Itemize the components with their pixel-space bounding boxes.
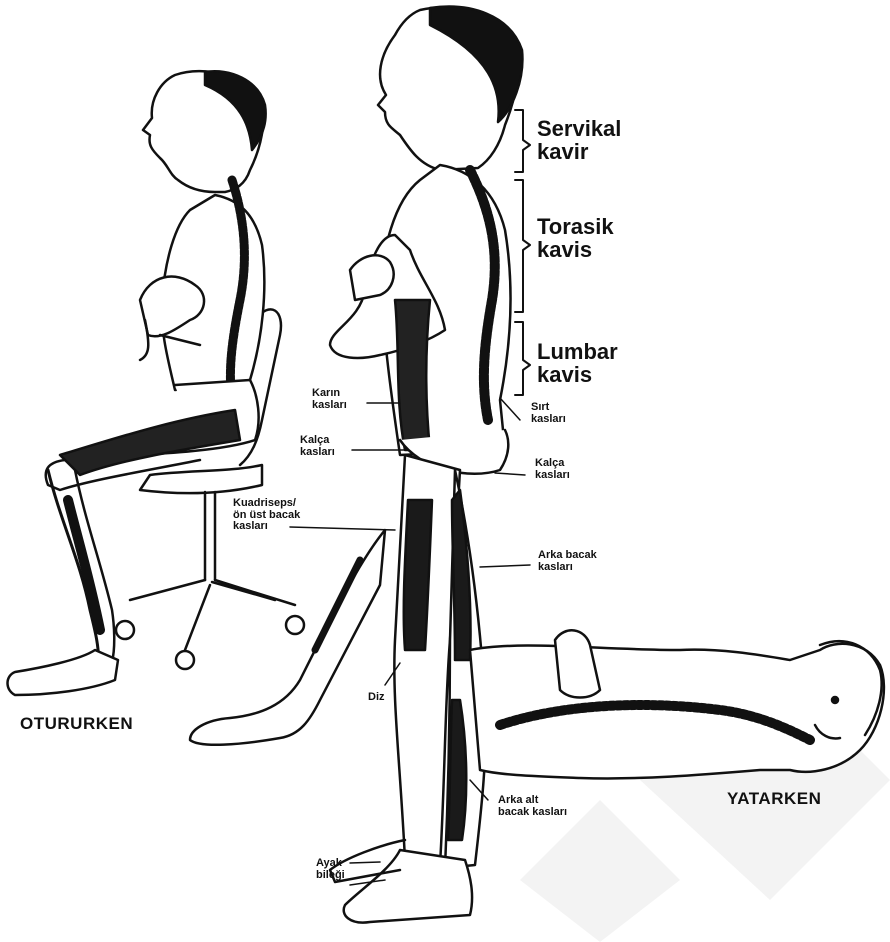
label-kalca-muscles-left: Kalça kasları: [300, 435, 335, 458]
sitting-figure: [8, 71, 305, 695]
label-pose-lying: YATARKEN: [727, 790, 821, 808]
curve-brackets: [515, 110, 530, 395]
label-sirt-muscles: Sırt kasları: [531, 402, 566, 425]
label-servikal-curve: Servikal kavir: [537, 117, 621, 163]
label-ayak-bilegi: Ayak bileği: [316, 858, 345, 881]
label-lumbar-curve: Lumbar kavis: [537, 340, 618, 386]
label-arka-alt-bacak-muscles: Arka alt bacak kasları: [498, 795, 567, 818]
lying-figure: [470, 630, 884, 778]
label-diz: Diz: [368, 692, 385, 704]
standing-figure: [330, 7, 522, 923]
label-karin-muscles: Karın kasları: [312, 388, 347, 411]
label-pose-sitting: OTURURKEN: [20, 715, 133, 733]
label-torasik-curve: Torasik kavis: [537, 215, 614, 261]
label-kalca-muscles-right: Kalça kasları: [535, 458, 570, 481]
label-kuadriseps-muscles: Kuadriseps/ ön üst bacak kasları: [233, 498, 300, 533]
stepping-leg: [190, 530, 385, 745]
label-arka-bacak-muscles: Arka bacak kasları: [538, 550, 597, 573]
